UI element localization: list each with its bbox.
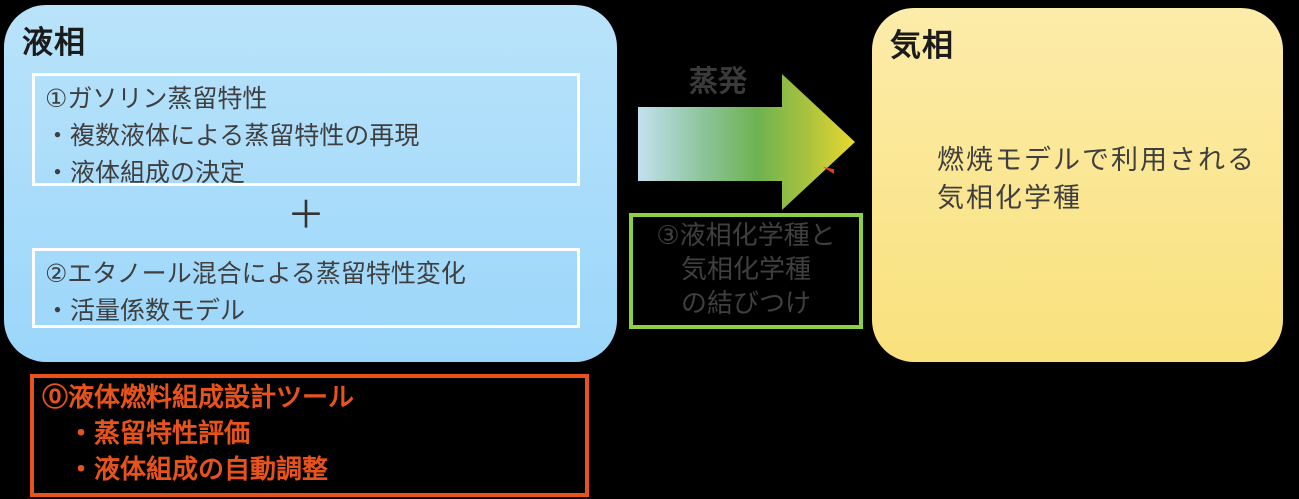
text-line: ②エタノール混合による蒸留特性変化 [45,259,466,288]
text-line: ①ガソリン蒸留特性 [45,84,268,113]
text-line: ・蒸留特性評価 [68,419,251,449]
gas-phase-title: 気相 [890,28,954,64]
liquid-phase-panel: 液相 ①ガソリン蒸留特性 ・複数液体による蒸留特性の再現 ・液体組成の決定 ＋ … [4,5,617,362]
ethanol-mixing-box: ②エタノール混合による蒸留特性変化 ・活量係数モデル [32,248,580,328]
species-link-box: ③液相化学種と 気相化学種 の結びつけ [629,213,863,329]
text-line: 燃焼モデルで利用される [937,145,1256,176]
text-line: の結びつけ [680,289,811,319]
gasoline-distillation-box: ①ガソリン蒸留特性 ・複数液体による蒸留特性の再現 ・液体組成の決定 [32,73,580,187]
liquid-phase-title: 液相 [22,25,86,61]
gas-species-text: 燃焼モデルで利用される 気相化学種 [937,142,1256,218]
text-line: ⓪液体燃料組成設計ツール [42,383,355,413]
text-line: ・複数液体による蒸留特性の再現 [45,121,420,150]
red-artifact-mark [823,167,834,174]
text-line: 気相化学種 [680,255,811,285]
plus-icon: ＋ [286,193,325,237]
gas-phase-panel: 気相 燃焼モデルで利用される 気相化学種 [872,8,1283,362]
text-line: ・液体組成の自動調整 [68,455,329,485]
text-line: ③液相化学種と [656,221,836,251]
evaporation-label: 蒸発 [688,64,747,98]
text-line: ・活量係数モデル [45,296,246,325]
text-line: ・液体組成の決定 [45,158,246,187]
text-line: 気相化学種 [937,183,1082,214]
fuel-design-tool-box: ⓪液体燃料組成設計ツール ・蒸留特性評価 ・液体組成の自動調整 [30,374,589,497]
